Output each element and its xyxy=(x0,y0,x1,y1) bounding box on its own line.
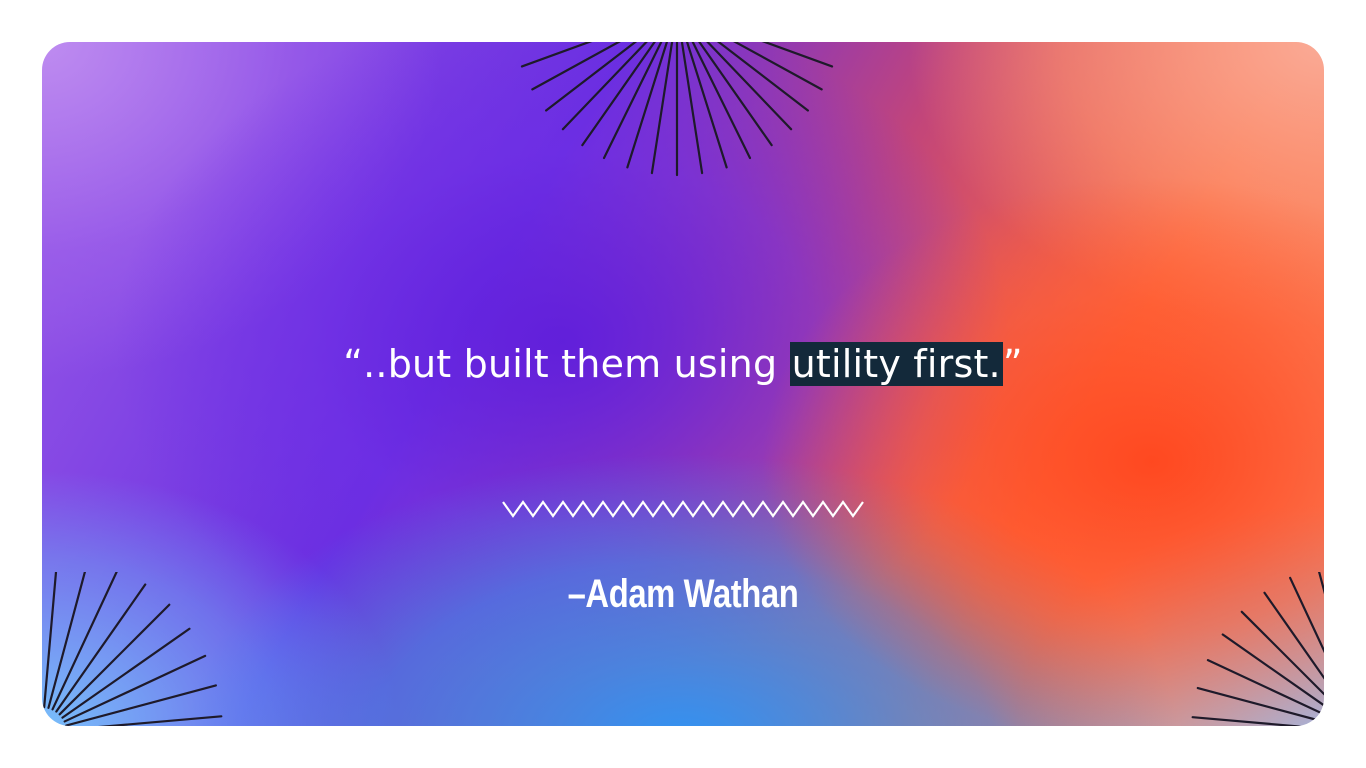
sunburst-bottom-left-ray xyxy=(55,583,147,713)
sunburst-top-decoration xyxy=(520,42,834,177)
sunburst-bottom-left-ray xyxy=(61,627,191,719)
quote-open-mark: “ xyxy=(343,342,364,386)
sunburst-top-ray xyxy=(626,42,669,169)
sunburst-top-ray xyxy=(602,42,663,160)
sunburst-bottom-right-ray xyxy=(1206,659,1324,716)
sunburst-top-ray xyxy=(650,42,674,175)
sunburst-top-ray xyxy=(733,42,823,91)
sunburst-bottom-right-ray xyxy=(1263,591,1324,680)
sunburst-bottom-right-ray xyxy=(1196,686,1324,723)
sunburst-top-ray xyxy=(531,42,621,91)
sunburst-top-ray xyxy=(680,42,704,175)
sunburst-top-ray xyxy=(716,42,810,112)
sunburst-top-ray xyxy=(685,42,728,169)
zigzag-divider xyxy=(502,500,864,518)
sunburst-top-ray xyxy=(520,42,593,68)
sunburst-bottom-left-ray xyxy=(43,572,58,709)
sunburst-top-ray xyxy=(544,42,638,112)
sunburst-bottom-left-decoration xyxy=(43,572,223,726)
quote-slide: “..but built them using utility first.” … xyxy=(42,42,1324,726)
sunburst-bottom-left-ray xyxy=(58,603,171,716)
sunburst-bottom-left-ray xyxy=(65,684,217,726)
quote-highlight: utility first. xyxy=(789,342,1003,386)
quote-text: “..but built them using utility first.” xyxy=(42,342,1324,386)
sunburst-bottom-right-ray xyxy=(1191,716,1307,726)
sunburst-bottom-right-ray xyxy=(1289,576,1324,654)
sunburst-bottom-left-ray xyxy=(51,572,118,711)
sunburst-top-ray xyxy=(561,42,648,131)
sunburst-bottom-left-ray xyxy=(97,715,223,726)
sunburst-top-ray xyxy=(581,42,656,147)
sunburst-top-ray xyxy=(761,42,834,68)
sunburst-top-ray xyxy=(691,42,752,160)
sunburst-top-ray xyxy=(698,42,773,147)
sunburst-bottom-right-decoration xyxy=(1191,572,1324,726)
sunburst-bottom-right-ray xyxy=(1221,633,1324,707)
sunburst-bottom-left-ray xyxy=(47,572,87,709)
sunburst-top-ray xyxy=(706,42,793,131)
quote-author: –Adam Wathan xyxy=(567,572,799,616)
quote-text-main: ..but built them using xyxy=(363,342,790,386)
sunburst-bottom-left-ray xyxy=(63,654,207,723)
quote-close-mark: ” xyxy=(1002,342,1023,386)
sunburst-bottom-right-ray xyxy=(1240,610,1324,696)
